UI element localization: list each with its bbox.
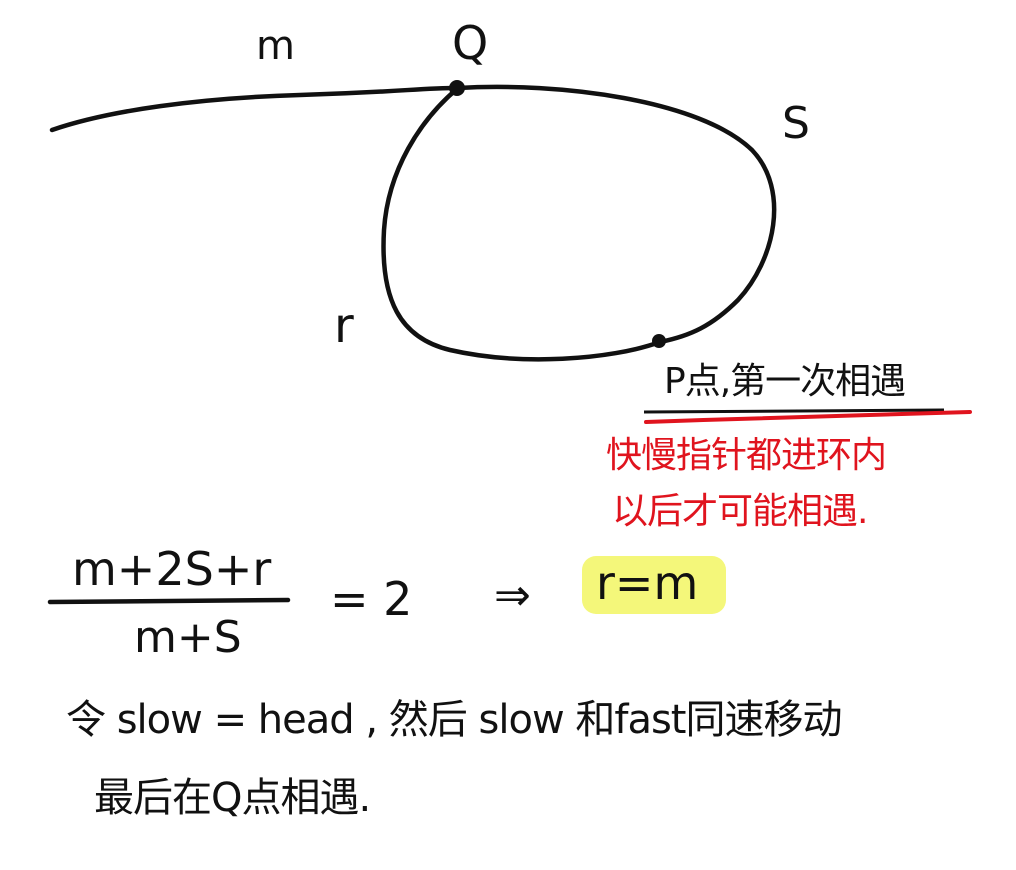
fraction-denominator: m+S: [134, 612, 242, 663]
equation-rhs: = 2: [330, 572, 413, 626]
p-meet-caption: P点,第一次相遇: [664, 361, 906, 402]
result-highlight: [582, 556, 726, 614]
label-m: m: [256, 23, 295, 69]
caption-underline-red: [644, 410, 972, 424]
label-s: S: [782, 98, 810, 149]
caption-underline-black: [643, 408, 945, 414]
equation-result: r=m: [596, 556, 699, 610]
fraction-numerator: m+2S+r: [72, 542, 272, 596]
point-p: [652, 334, 666, 348]
point-q: [449, 80, 465, 96]
red-note-line1: 快慢指针都进环内: [606, 435, 887, 476]
step-line1: 令 slow = head , 然后 slow 和fast同速移动: [66, 697, 842, 743]
cycle-loop: [381, 84, 777, 362]
path-m-line: [49, 85, 461, 133]
implies-arrow-icon: ⇒: [494, 570, 531, 621]
red-note-line2: 以后才可能相遇.: [612, 491, 868, 532]
step-line2: 最后在Q点相遇.: [94, 775, 371, 821]
label-r: r: [334, 298, 354, 354]
label-q: Q: [452, 16, 489, 70]
fraction-bar: [47, 597, 291, 605]
